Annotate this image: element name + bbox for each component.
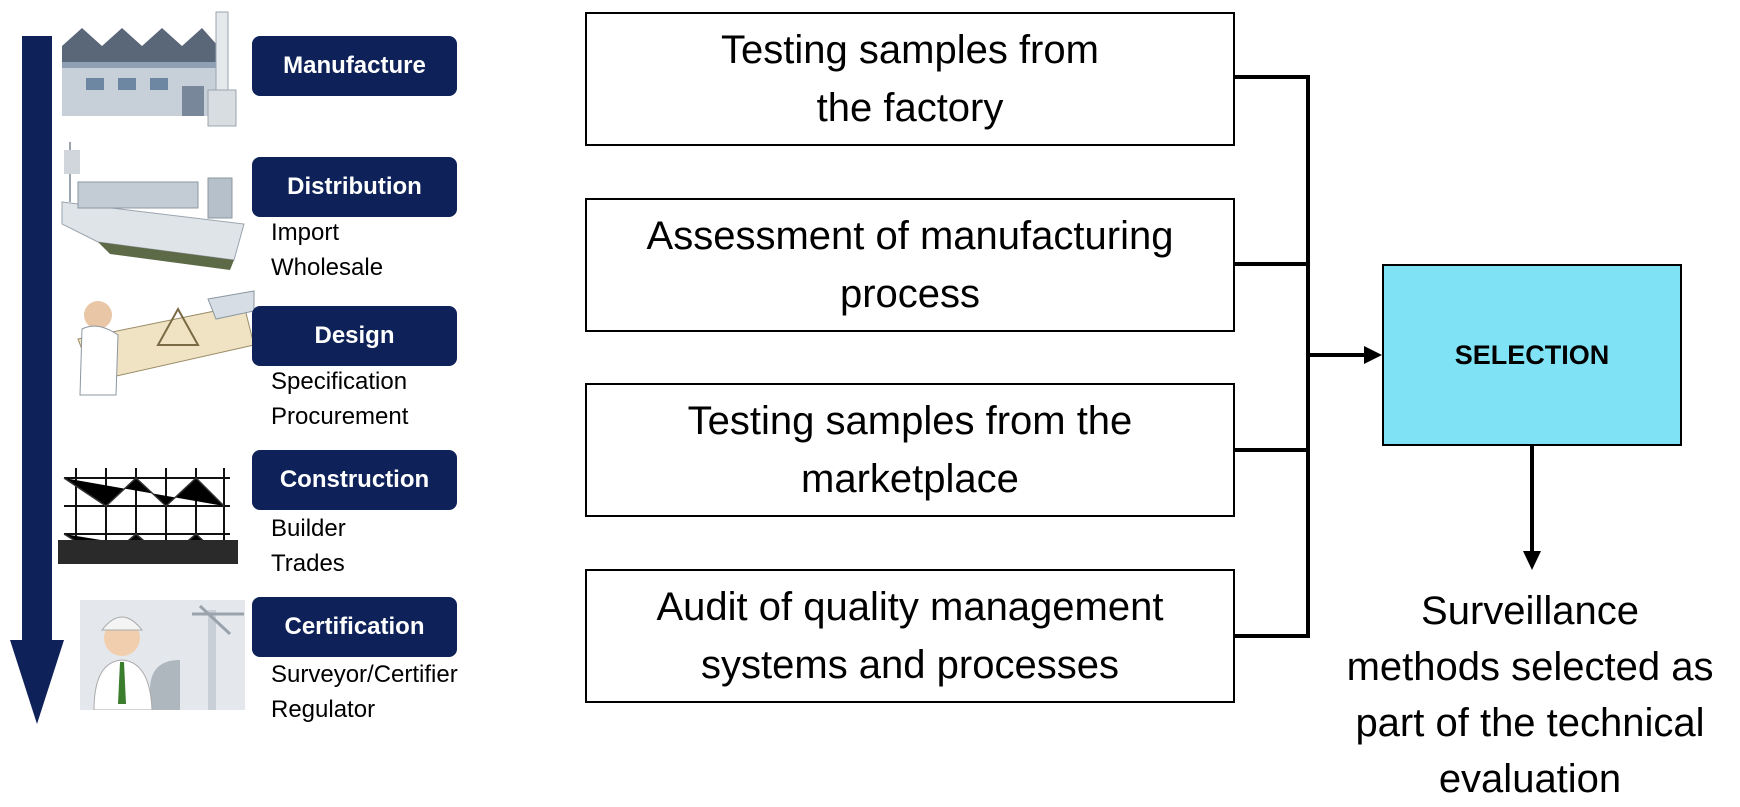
stage-sub-item: Regulator xyxy=(271,696,376,723)
arrowhead-to-selection xyxy=(1364,346,1382,364)
stage-sub-item: Builder xyxy=(271,515,346,542)
stage-sub-certification: Surveyor/Certifier Regulator xyxy=(271,657,458,727)
stage-pill-construction: Construction xyxy=(252,450,457,510)
supply-chain-arrow-shaft xyxy=(22,36,52,646)
method-box-text: Testing samples from the marketplace xyxy=(687,399,1133,501)
stage-sub-item: Surveyor/Certifier xyxy=(271,661,458,688)
stage-sub-item: Import xyxy=(271,219,340,246)
stage-sub-item: Wholesale xyxy=(271,254,384,281)
stage-sub-item: Specification xyxy=(271,368,408,395)
inspector-icon xyxy=(80,600,245,711)
cargo-ship-icon xyxy=(58,132,258,277)
method-box-quality-audit: Audit of quality management systems and … xyxy=(585,569,1235,703)
factory-icon xyxy=(58,6,243,128)
stage-pill-certification: Certification xyxy=(252,597,457,657)
stage-sub-construction: Builder Trades xyxy=(271,511,346,581)
scaffolding-icon xyxy=(58,460,238,564)
method-box-text: Testing samples from the factory xyxy=(721,28,1099,130)
method-box-text: Audit of quality management systems and … xyxy=(656,585,1164,687)
method-box-text: Assessment of manufacturing process xyxy=(646,214,1174,316)
stage-sub-distribution: Import Wholesale xyxy=(271,215,383,285)
result-text: Surveillance methods selected as part of… xyxy=(1346,589,1714,801)
method-box-marketplace-testing: Testing samples from the marketplace xyxy=(585,383,1235,517)
selection-box: SELECTION xyxy=(1382,264,1682,446)
stage-pill-manufacture: Manufacture xyxy=(252,36,457,96)
stage-pill-design: Design xyxy=(252,306,457,366)
stage-sub-item: Trades xyxy=(271,550,345,577)
stage-sub-design: Specification Procurement xyxy=(271,364,408,434)
supply-chain-arrow-head xyxy=(10,640,64,724)
stage-sub-item: Procurement xyxy=(271,403,409,430)
arrowhead-to-result xyxy=(1523,551,1541,570)
selection-label: SELECTION xyxy=(1454,339,1610,370)
stage-pill-distribution: Distribution xyxy=(252,157,457,217)
method-box-factory-testing: Testing samples from the factory xyxy=(585,12,1235,146)
method-box-process-assessment: Assessment of manufacturing process xyxy=(585,198,1235,332)
